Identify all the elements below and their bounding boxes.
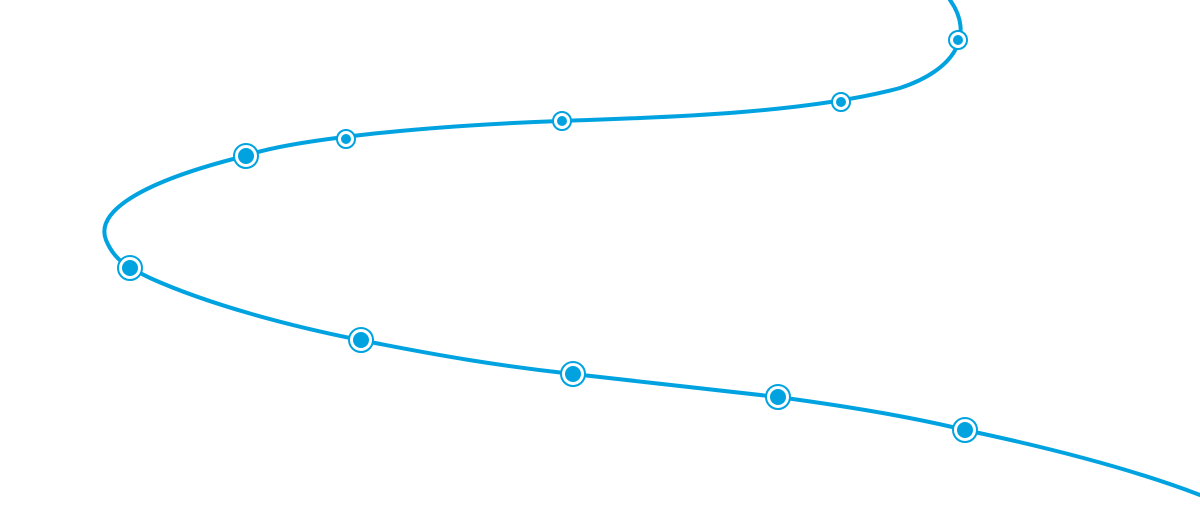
marker-group <box>117 30 978 443</box>
path-marker-dot <box>557 116 567 126</box>
path-marker-dot <box>122 260 138 276</box>
path-marker <box>117 255 143 281</box>
path-marker-dot <box>957 422 973 438</box>
path-marker-dot <box>565 366 581 382</box>
path-marker-dot <box>353 332 369 348</box>
path-marker <box>233 143 259 169</box>
path-marker <box>336 129 356 149</box>
path-marker <box>948 30 968 50</box>
wavy-path-line <box>102 0 1200 497</box>
path-marker-dot <box>836 97 846 107</box>
path-marker <box>831 92 851 112</box>
path-marker <box>348 327 374 353</box>
path-marker <box>552 111 572 131</box>
path-marker <box>952 417 978 443</box>
path-marker-dot <box>770 389 786 405</box>
path-marker <box>765 384 791 410</box>
path-marker-dot <box>953 35 963 45</box>
path-marker-dot <box>341 134 351 144</box>
path-marker <box>560 361 586 387</box>
path-marker-dot <box>238 148 254 164</box>
